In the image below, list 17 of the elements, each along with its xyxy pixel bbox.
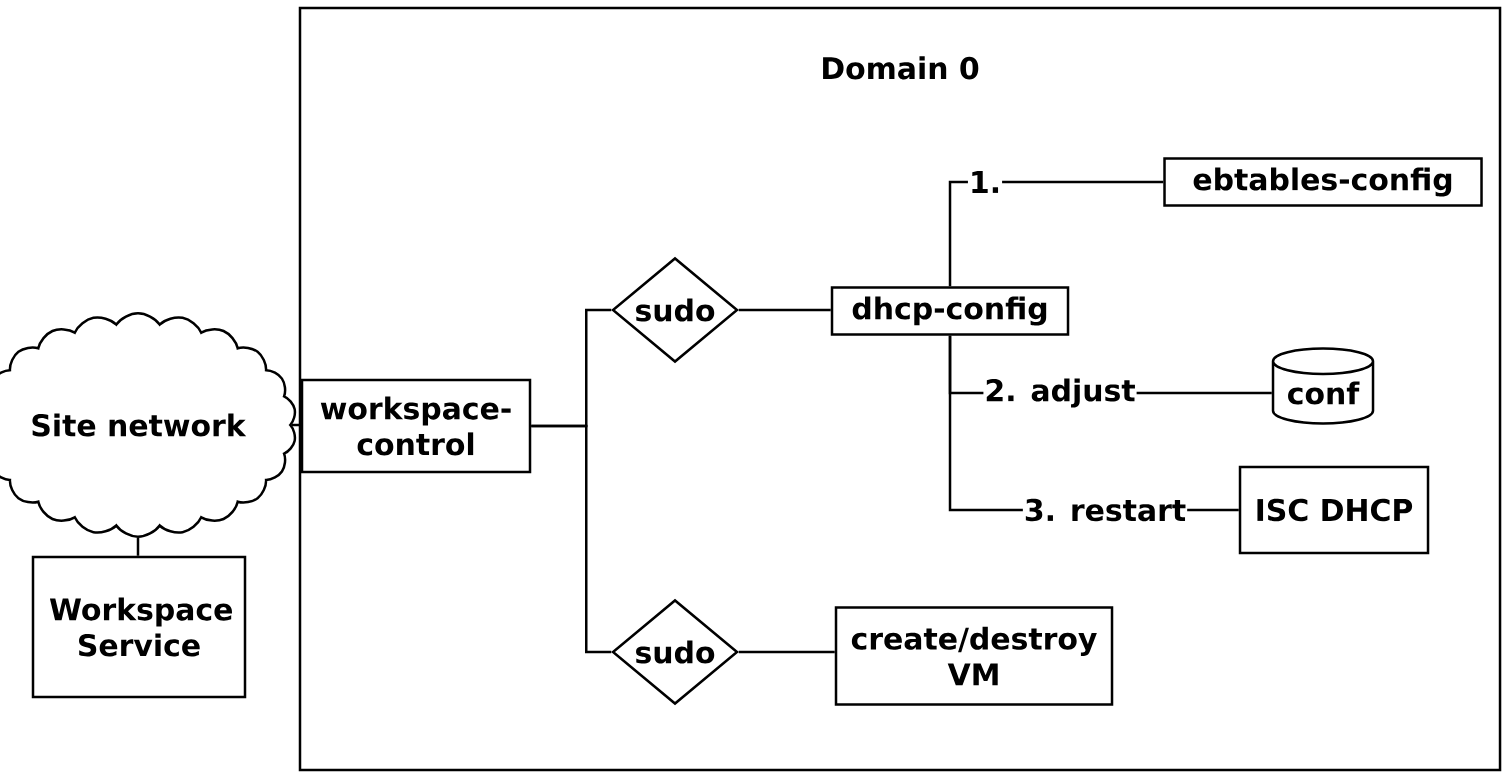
database-cylinder: conf: [1271, 347, 1375, 425]
connector-line: [738, 308, 831, 312]
connector-line: [291, 423, 301, 427]
network-cloud: Site network: [0, 312, 297, 538]
process-box: ISC DHCP: [1238, 465, 1430, 555]
edge-label: 3. restart: [1022, 497, 1188, 523]
process-box: create/destroy VM: [834, 606, 1114, 706]
connector-line: [136, 538, 140, 556]
edge-label: 1.: [967, 170, 1003, 194]
process-box: Workspace Service: [31, 555, 247, 699]
connector-line: [948, 180, 1164, 287]
connector-line: [531, 424, 612, 654]
process-box: workspace- control: [300, 378, 532, 474]
connector-line: [738, 650, 835, 654]
edge-label: 2. adjust: [983, 377, 1137, 409]
process-box: dhcp-config: [830, 286, 1070, 336]
process-box: ebtables-config: [1163, 157, 1483, 207]
